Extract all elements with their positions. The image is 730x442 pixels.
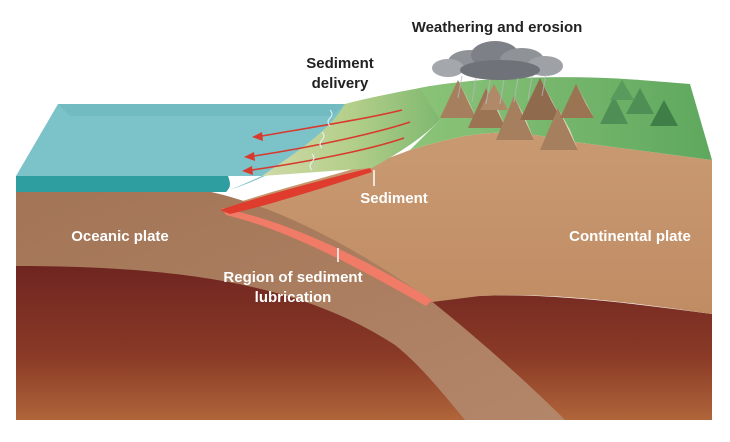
oceanic-crust [16, 188, 565, 420]
lubrication-label-line1: Region of sediment [223, 269, 362, 286]
weathering-label: Weathering and erosion [412, 19, 583, 36]
sediment-delivery-label-line1: Sediment [306, 55, 374, 72]
rain-cloud-icon [432, 41, 563, 105]
ocean-surface [16, 104, 345, 176]
sediment-label: Sediment [360, 190, 428, 207]
ocean-surface-shade [58, 104, 345, 116]
mantle-layer [16, 262, 712, 420]
ocean-front [16, 176, 230, 192]
oceanic-plate-label: Oceanic plate [71, 228, 169, 245]
sediment-delivery-arrows [242, 109, 411, 175]
sediment-wedge [220, 168, 372, 214]
shore-waves [309, 109, 333, 171]
mountain-range [440, 78, 678, 150]
sediment-delivery-label-line2: delivery [312, 75, 369, 92]
continental-plate-label: Continental plate [569, 228, 691, 245]
lubrication-label-line2: lubrication [255, 289, 332, 306]
sediment-lubrication-band [222, 208, 432, 306]
coastal-plain [262, 86, 440, 176]
